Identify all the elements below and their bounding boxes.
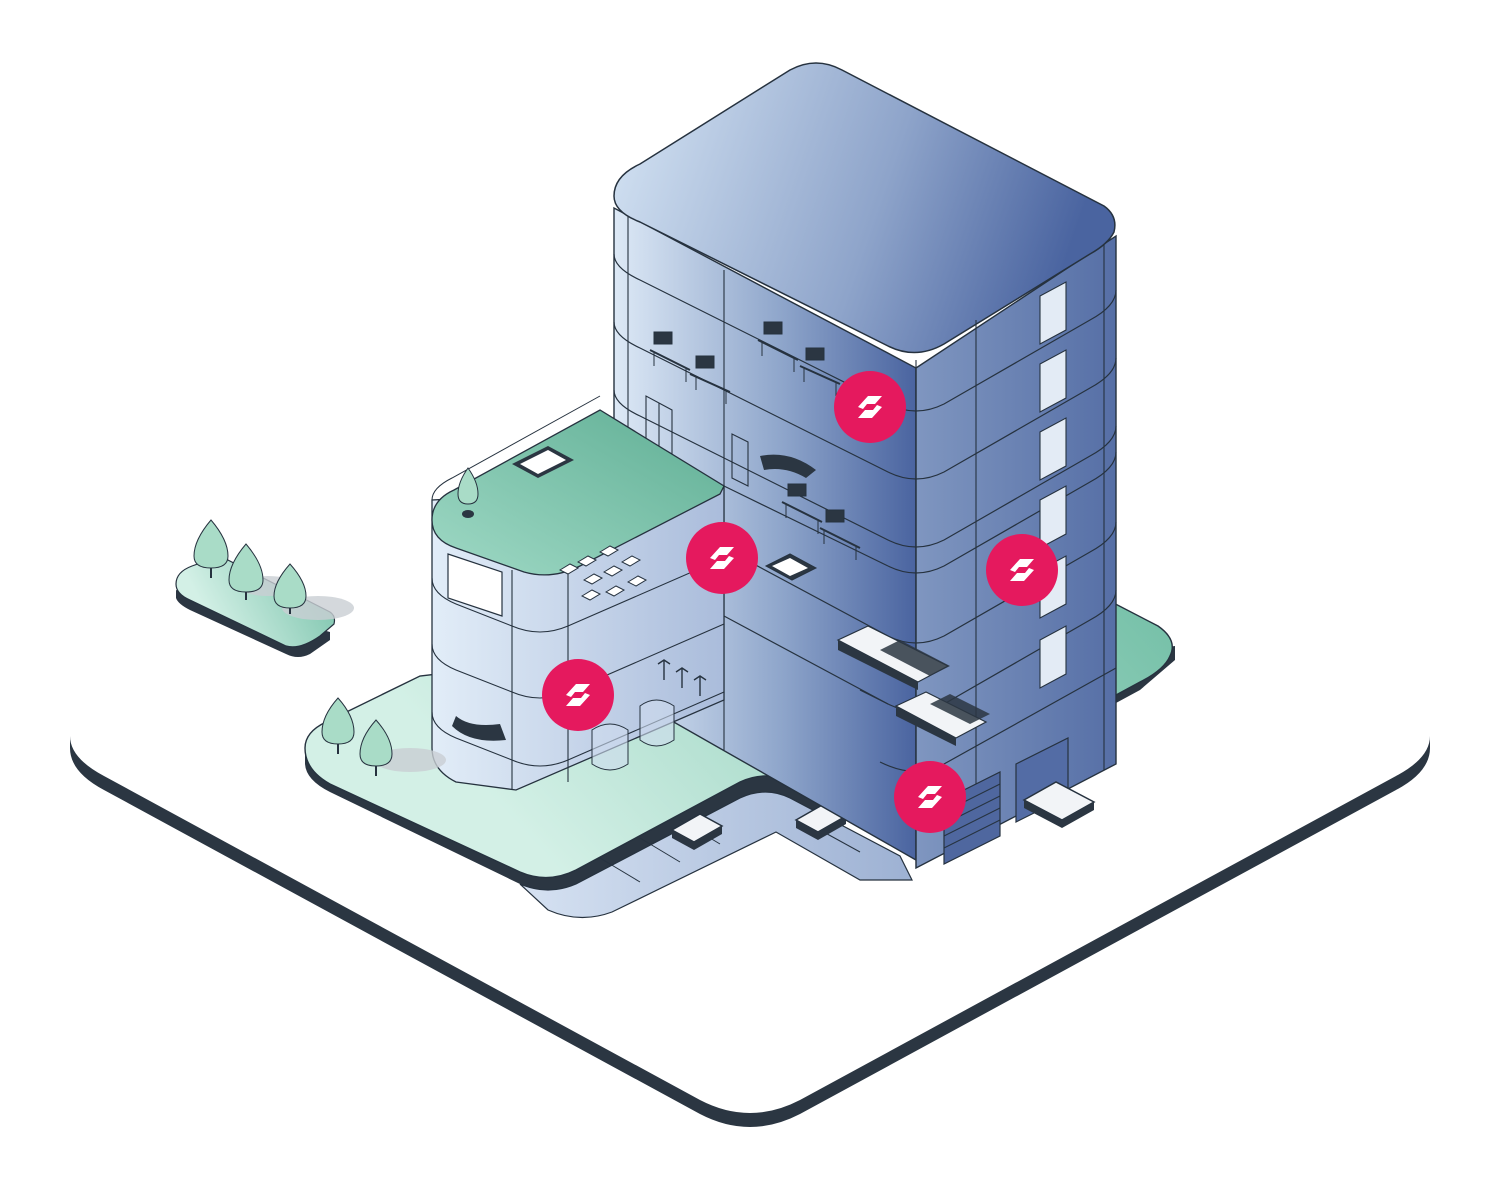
desk-icon (649, 331, 691, 382)
reception-desk (760, 454, 816, 478)
atrium-marker[interactable] (686, 522, 758, 594)
lobby-marker[interactable] (542, 659, 614, 731)
lounge-sofa-icon (764, 553, 818, 581)
sensor-logo-icon (710, 547, 734, 569)
tree-icon (321, 697, 355, 754)
upper-office-marker[interactable] (834, 371, 906, 443)
garden-patch (175, 519, 354, 657)
sensor-logo-icon (566, 684, 590, 706)
tree-icon (273, 563, 307, 614)
desk-icon (757, 321, 799, 372)
tree-icon (193, 519, 229, 578)
sensor-logo-icon (918, 786, 942, 808)
lobby-desk (452, 716, 506, 741)
cafe-chairs (558, 545, 648, 601)
car-icon (670, 813, 724, 850)
desk-icon (781, 483, 823, 534)
office-desks (649, 321, 861, 581)
sensor-markers (542, 371, 1058, 833)
desk-icon (689, 355, 731, 404)
tower-side-marker[interactable] (986, 534, 1058, 606)
tree-icon (359, 719, 393, 776)
lawn-trees (321, 697, 446, 776)
sensor-logo-icon (1010, 559, 1034, 581)
terrace-sofa-icon (512, 446, 574, 478)
display-screen (447, 553, 503, 617)
desk-icon (819, 509, 861, 560)
sensor-logo-icon (858, 396, 882, 418)
garage-entrance-marker[interactable] (894, 761, 966, 833)
potted-plant-icon (457, 467, 479, 518)
coat-stands (657, 659, 707, 696)
desk-icon (799, 347, 841, 396)
escalators (836, 625, 990, 746)
revolving-doors (591, 699, 675, 771)
car-icon (1022, 781, 1096, 828)
tower-side-windows (1039, 281, 1067, 689)
left-wing (431, 395, 725, 791)
tree-icon (228, 543, 264, 600)
